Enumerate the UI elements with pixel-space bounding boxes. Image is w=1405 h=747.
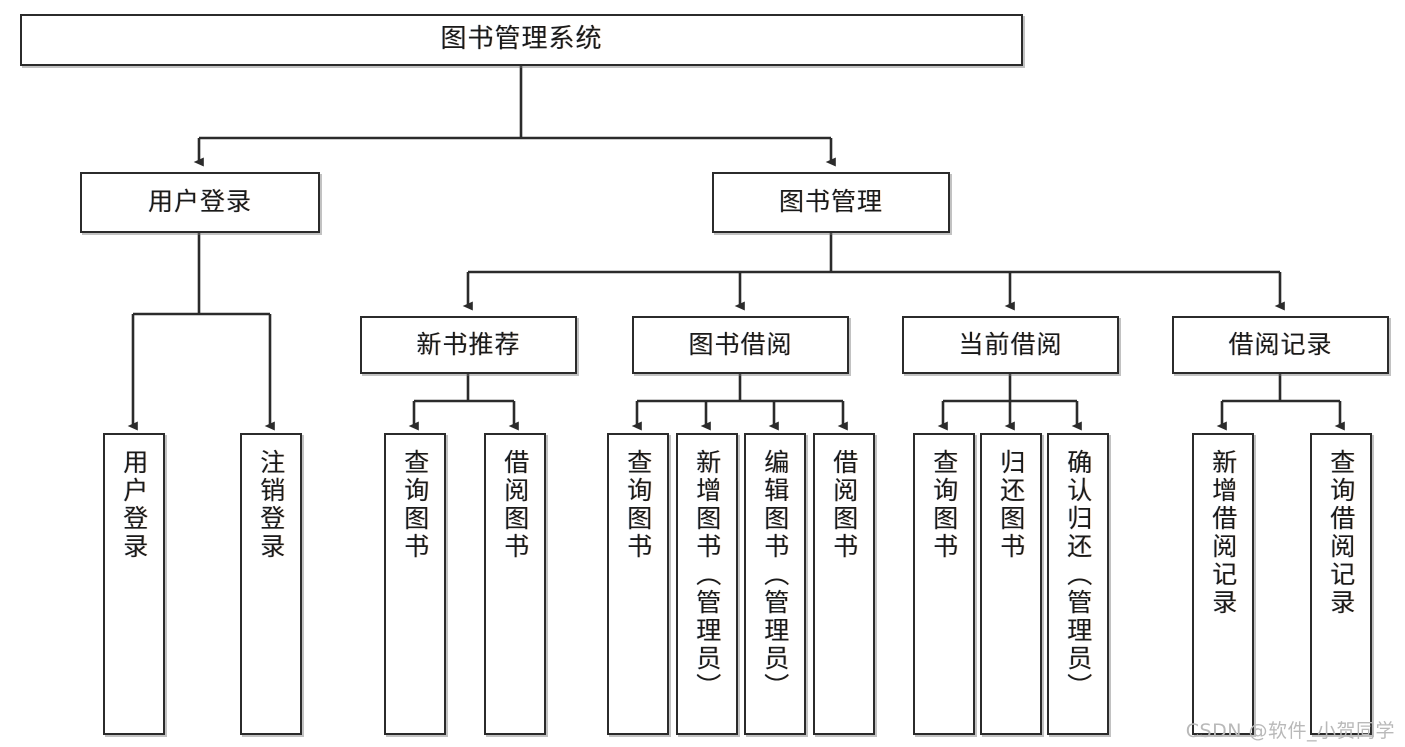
node-leaf-query-book-2-label: 查询图书 [623,449,653,561]
node-leaf-add-record-label: 新增借阅记录 [1208,449,1238,617]
node-borrow-record-label: 借阅记录 [1228,329,1333,359]
node-leaf-add-record[interactable]: 新增借阅记录 [1192,433,1254,735]
node-user-login-label: 用户登录 [147,187,252,217]
node-leaf-return-book[interactable]: 归还图书 [980,433,1042,735]
node-new-book-recommend[interactable]: 新书推荐 [360,316,577,374]
node-leaf-logout[interactable]: 注销登录 [240,433,302,735]
node-user-login[interactable]: 用户登录 [80,172,320,233]
node-leaf-query-book-1-label: 查询图书 [400,449,430,561]
node-borrow-record[interactable]: 借阅记录 [1172,316,1389,374]
node-leaf-user-login[interactable]: 用户登录 [103,433,165,735]
node-book-borrow[interactable]: 图书借阅 [632,316,849,374]
watermark: CSDN @软件_小贺同学 [1185,720,1395,742]
node-leaf-borrow-book-1-label: 借阅图书 [500,449,530,561]
node-root[interactable]: 图书管理系统 [20,14,1023,66]
node-leaf-query-book-3[interactable]: 查询图书 [913,433,975,735]
node-leaf-borrow-book-2-label: 借阅图书 [829,449,859,561]
node-leaf-query-book-2[interactable]: 查询图书 [607,433,669,735]
node-leaf-query-record[interactable]: 查询借阅记录 [1310,433,1372,735]
node-book-manage-label: 图书管理 [778,187,883,217]
node-leaf-user-login-label: 用户登录 [119,449,149,561]
node-current-borrow-label: 当前借阅 [958,329,1063,359]
node-leaf-confirm-return-label: 确认归还（管理员） [1063,449,1093,701]
node-leaf-add-book[interactable]: 新增图书（管理员） [676,433,738,735]
node-book-borrow-label: 图书借阅 [688,329,793,359]
node-leaf-return-book-label: 归还图书 [996,449,1026,561]
node-leaf-edit-book-label: 编辑图书（管理员） [760,449,790,701]
node-leaf-add-book-label: 新增图书（管理员） [692,449,722,701]
node-leaf-confirm-return[interactable]: 确认归还（管理员） [1047,433,1109,735]
node-root-label: 图书管理系统 [440,24,603,55]
node-leaf-query-book-1[interactable]: 查询图书 [384,433,446,735]
node-new-book-recommend-label: 新书推荐 [416,329,521,359]
node-leaf-query-book-3-label: 查询图书 [929,449,959,561]
node-book-manage[interactable]: 图书管理 [712,172,950,233]
node-leaf-query-record-label: 查询借阅记录 [1326,449,1356,617]
node-leaf-logout-label: 注销登录 [256,449,286,561]
node-leaf-borrow-book-2[interactable]: 借阅图书 [813,433,875,735]
node-leaf-edit-book[interactable]: 编辑图书（管理员） [744,433,806,735]
node-current-borrow[interactable]: 当前借阅 [902,316,1119,374]
node-leaf-borrow-book-1[interactable]: 借阅图书 [484,433,546,735]
